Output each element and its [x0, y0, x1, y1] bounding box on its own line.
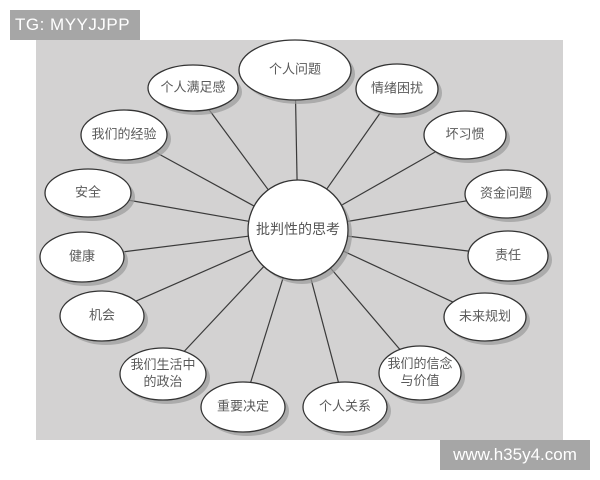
node-label: 个人关系: [319, 400, 371, 415]
node-personal-relationships: 个人关系: [302, 381, 391, 436]
node-ellipse: [119, 347, 207, 401]
watermark-bottom-right: www.h35y4.com: [440, 440, 590, 470]
node-health: 健康: [39, 231, 128, 286]
node-our-experience: 我们的经验: [80, 109, 171, 164]
connector-line-beliefs-and-values: [329, 267, 401, 350]
node-ellipse: [378, 345, 462, 401]
node-personal-problems: 个人问题: [238, 39, 355, 104]
node-label: 我们生活中: [130, 358, 195, 373]
node-responsibility: 责任: [467, 230, 552, 285]
connector-line-future-planning: [343, 250, 454, 303]
node-ellipse: [355, 63, 439, 115]
center-node-circle: [247, 179, 349, 281]
node-label: 重要决定: [217, 399, 269, 415]
node-future-planning: 未来规划: [443, 292, 530, 345]
center-node-label: 批判性的思考: [256, 222, 340, 238]
node-label: 个人问题: [269, 63, 321, 78]
connector-lines: [123, 99, 469, 383]
node-ellipse: [80, 109, 168, 161]
node-ellipse: [147, 64, 239, 112]
node-label: 健康: [69, 249, 95, 265]
center-node: 批判性的思考: [247, 179, 352, 284]
connector-line-important-decisions: [250, 277, 284, 383]
outer-nodes: 个人问题情绪困扰坏习惯资金问题责任未来规划我们的信念与价值个人关系重要决定我们生…: [39, 39, 552, 436]
node-label: 未来规划: [459, 310, 511, 325]
node-label: 安全: [75, 185, 101, 201]
node-ellipse: [443, 292, 527, 342]
node-ellipse: [59, 290, 145, 342]
connector-line-health: [123, 235, 249, 253]
connector-line-personal-problems: [294, 99, 298, 181]
node-ellipse: [44, 168, 132, 218]
node-ellipse: [464, 169, 548, 219]
node-label: 机会: [89, 309, 115, 324]
connector-line-safety: [128, 199, 249, 222]
connector-line-emotional-distress: [326, 111, 382, 190]
node-label: 我们的经验: [91, 127, 156, 143]
node-important-decisions: 重要决定: [200, 381, 289, 436]
node-ellipse: [238, 39, 352, 101]
node-label: 资金问题: [480, 186, 532, 202]
connector-line-responsibility: [347, 235, 469, 252]
node-label: 坏习惯: [445, 127, 484, 143]
connector-line-bad-habits: [341, 151, 436, 206]
connector-line-opportunity: [135, 249, 253, 302]
connector-line-financial-problems: [347, 200, 467, 223]
node-ellipse: [423, 110, 507, 160]
node-emotional-distress: 情绪困扰: [355, 63, 442, 118]
node-ellipse: [302, 381, 388, 433]
node-label: 的政治: [143, 374, 182, 390]
watermark-top-left: TG: MYYJJPP: [10, 10, 141, 40]
node-ellipse: [39, 231, 125, 283]
node-ellipse: [467, 230, 549, 282]
connector-line-politics-in-our-lives: [183, 266, 265, 352]
node-bad-habits: 坏习惯: [423, 110, 510, 163]
connector-line-personal-satisfaction: [208, 109, 269, 191]
node-label: 情绪困扰: [371, 82, 423, 97]
node-label: 我们的信念: [387, 356, 452, 372]
node-label: 个人满足感: [160, 80, 225, 96]
node-ellipse: [200, 381, 286, 433]
node-label: 责任: [495, 249, 521, 264]
node-opportunity: 机会: [59, 290, 148, 345]
connector-line-personal-relationships: [310, 278, 340, 383]
connector-line-our-experience: [155, 151, 255, 207]
node-personal-satisfaction: 个人满足感: [147, 64, 242, 115]
node-financial-problems: 资金问题: [464, 169, 551, 222]
node-safety: 安全: [44, 168, 135, 221]
node-label: 与价值: [400, 373, 439, 389]
